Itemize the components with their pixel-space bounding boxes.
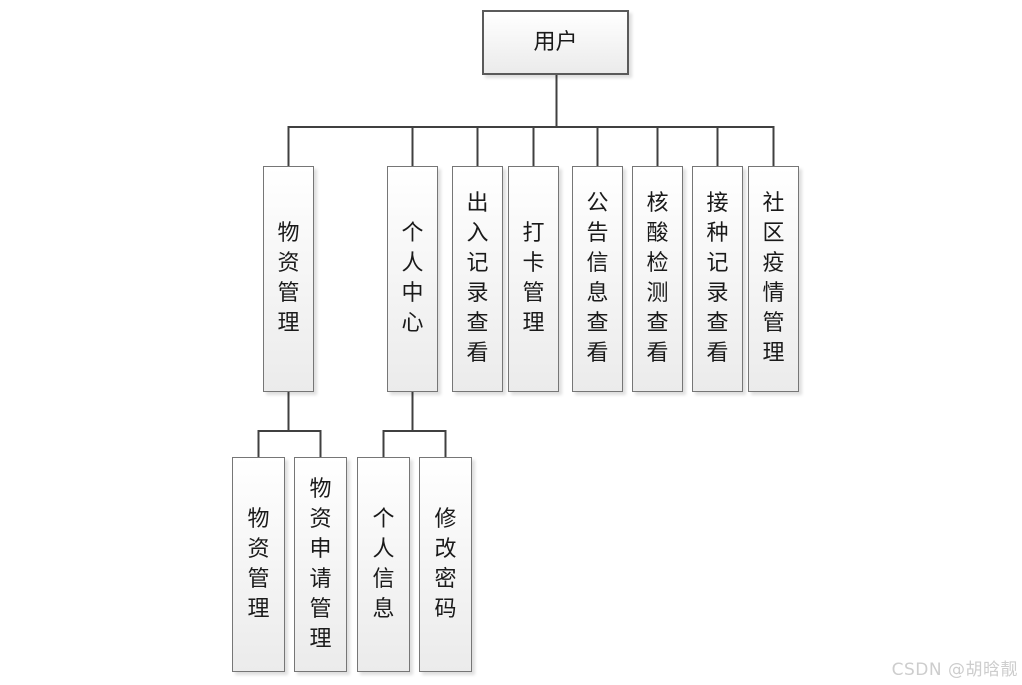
node-vaccination-record-view-label: 接 种 记 录 查 看: [706, 191, 729, 366]
node-personal-info-label: 个 人 信 息: [372, 506, 395, 622]
node-change-password: 修 改 密 码: [419, 457, 472, 672]
node-personal-center-label: 个 人 中 心: [401, 221, 424, 336]
node-personal-center: 个 人 中 心: [387, 166, 438, 392]
node-vaccination-record-view: 接 种 记 录 查 看: [692, 166, 743, 392]
node-nucleic-acid-test-view: 核 酸 检 测 查 看: [632, 166, 683, 392]
node-announcement-info-view: 公 告 信 息 查 看: [572, 166, 623, 392]
node-entry-exit-record-view: 出 入 记 录 查 看: [452, 166, 503, 392]
node-personal-info: 个 人 信 息: [357, 457, 410, 672]
watermark: CSDN @胡晗靓: [891, 660, 1018, 680]
node-material-management-sub-label: 物 资 管 理: [247, 506, 270, 622]
node-material-management: 物 资 管 理: [263, 166, 314, 392]
node-material-management-label: 物 资 管 理: [277, 221, 300, 336]
node-checkin-management-label: 打 卡 管 理: [522, 221, 545, 336]
node-user: 用户: [482, 10, 629, 75]
node-material-application-management-label: 物 资 申 请 管 理: [309, 476, 332, 652]
node-material-management-sub: 物 资 管 理: [232, 457, 285, 672]
node-checkin-management: 打 卡 管 理: [508, 166, 559, 392]
node-entry-exit-record-view-label: 出 入 记 录 查 看: [466, 191, 489, 366]
node-community-epidemic-management-label: 社 区 疫 情 管 理: [762, 191, 785, 366]
node-change-password-label: 修 改 密 码: [434, 506, 457, 622]
node-announcement-info-view-label: 公 告 信 息 查 看: [586, 191, 609, 366]
node-material-application-management: 物 资 申 请 管 理: [294, 457, 347, 672]
node-user-label: 用户: [533, 29, 578, 55]
node-nucleic-acid-test-view-label: 核 酸 检 测 查 看: [646, 191, 669, 366]
node-community-epidemic-management: 社 区 疫 情 管 理: [748, 166, 799, 392]
